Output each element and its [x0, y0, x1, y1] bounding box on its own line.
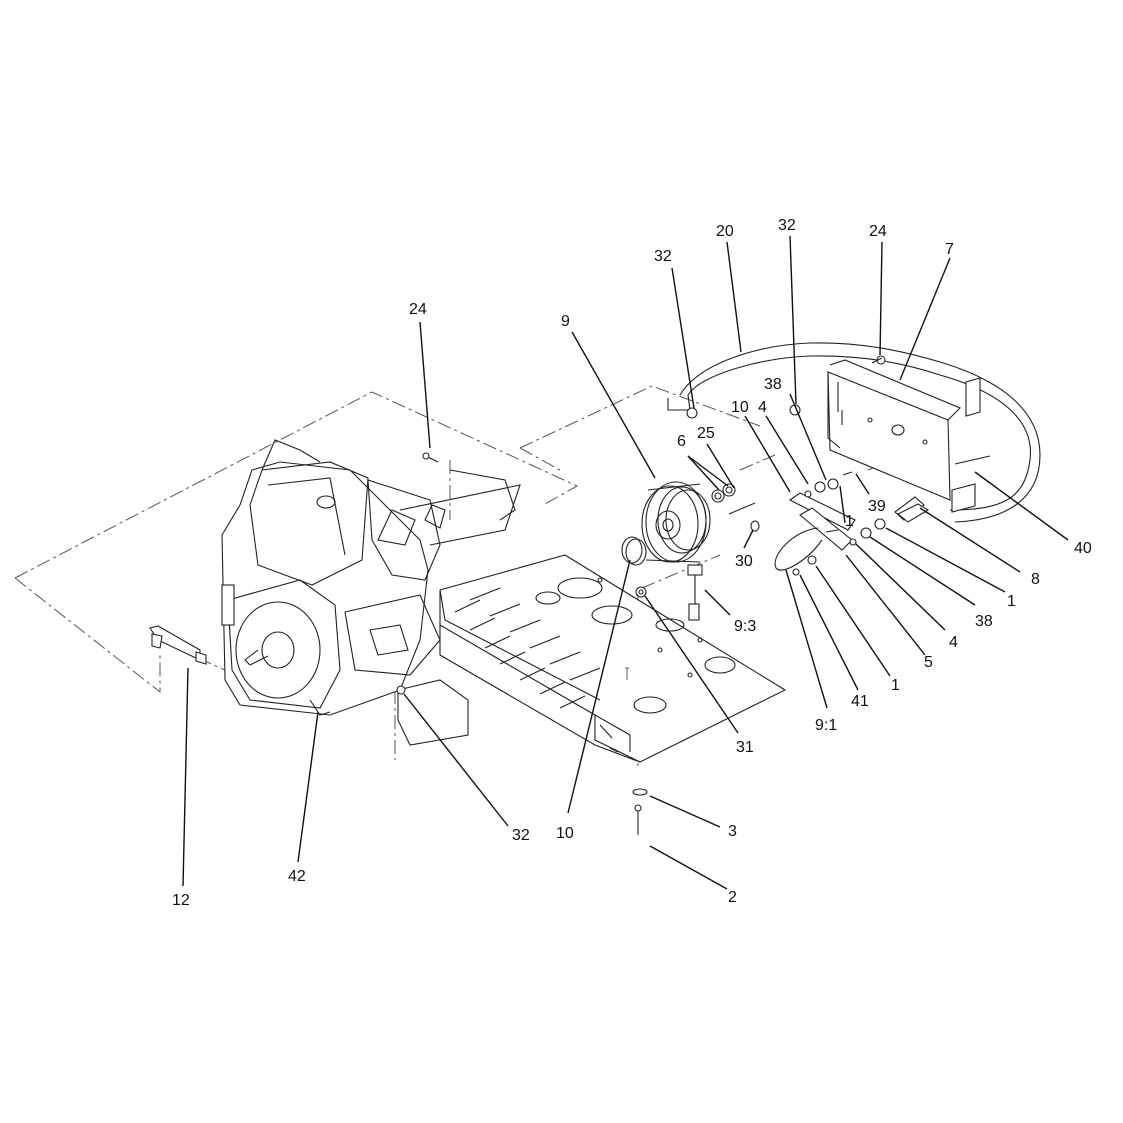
callout-20: 20 — [716, 223, 734, 240]
callout-5: 5 — [924, 654, 933, 671]
callout-31: 31 — [736, 739, 754, 756]
callout-41: 41 — [851, 693, 869, 710]
callout-3: 3 — [728, 823, 737, 840]
rear-frame-bumper — [667, 342, 1041, 523]
callout-9: 9 — [561, 313, 570, 330]
callout-32-left: 32 — [654, 248, 672, 265]
callout-39: 39 — [868, 498, 886, 515]
callout-7: 7 — [945, 241, 954, 258]
callout-1-upper: 1 — [845, 513, 854, 530]
callout-32-top: 32 — [778, 217, 796, 234]
callout-24-engine: 24 — [409, 301, 427, 318]
engine-deck-plate — [439, 554, 787, 763]
callout-38-top: 38 — [764, 376, 782, 393]
callout-2: 2 — [728, 889, 737, 906]
fuel-fitting — [149, 625, 207, 665]
callout-8: 8 — [1031, 571, 1040, 588]
callout-32-bottom: 32 — [512, 827, 530, 844]
electric-clutch-pulley — [621, 481, 711, 621]
callout-42: 42 — [288, 868, 306, 885]
callout-9-1: 9:1 — [815, 717, 837, 734]
engine-bolts — [396, 452, 648, 835]
pulley-hardware — [711, 483, 760, 532]
callout-9-3: 9:3 — [734, 618, 756, 635]
callout-4-right: 4 — [949, 634, 958, 651]
callout-10-bottom: 10 — [556, 825, 574, 842]
callout-25: 25 — [697, 425, 715, 442]
callout-6: 6 — [677, 433, 686, 450]
callout-38-right: 38 — [975, 613, 993, 630]
engine-assembly — [221, 439, 521, 746]
callout-12: 12 — [172, 892, 190, 909]
callout-30: 30 — [735, 553, 753, 570]
callout-labels: 24 9 32 20 32 24 7 38 10 4 6 25 39 1 30 … — [172, 217, 1092, 909]
callout-4-top: 4 — [758, 399, 767, 416]
idler-arm-assembly — [774, 471, 925, 576]
callout-10-top: 10 — [731, 399, 749, 416]
callout-1-right: 1 — [1007, 593, 1016, 610]
callout-24-frame: 24 — [869, 223, 887, 240]
leader-lines — [182, 235, 1069, 890]
callout-40: 40 — [1074, 540, 1092, 557]
callout-1-lower: 1 — [891, 677, 900, 694]
